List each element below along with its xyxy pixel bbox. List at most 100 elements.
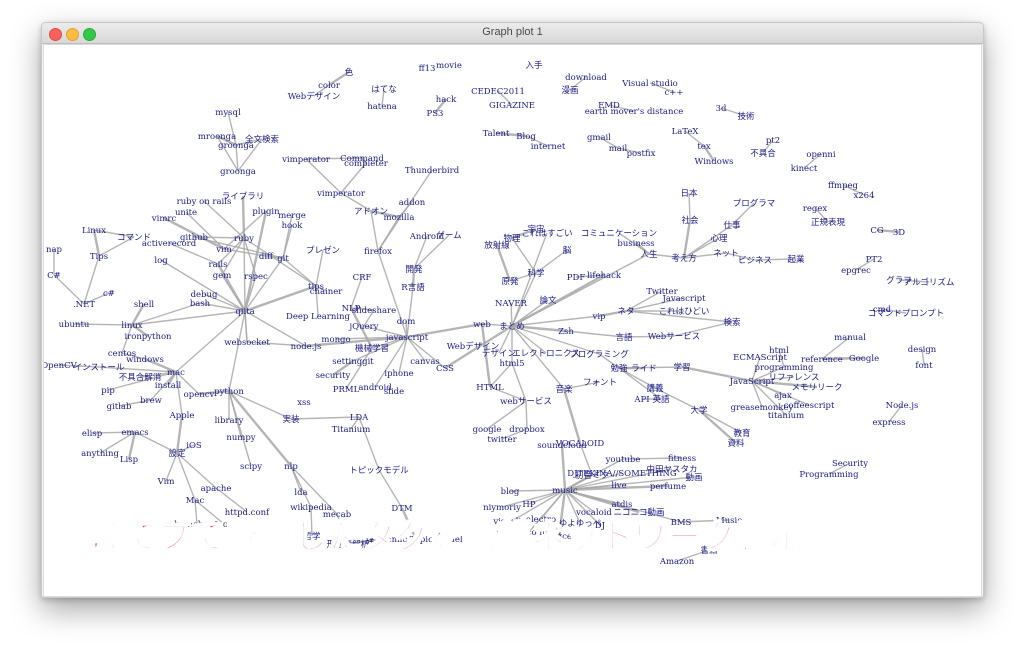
node-label[interactable]: visualize <box>492 517 530 527</box>
node-label[interactable]: デザイン <box>482 348 516 359</box>
node-label[interactable]: youtube <box>605 455 641 465</box>
node-label[interactable]: addon <box>399 198 426 208</box>
node-label[interactable]: vimrc <box>151 214 177 224</box>
node-label[interactable]: 設定 <box>168 448 186 459</box>
node-label[interactable]: エレクトロニクス <box>512 349 580 359</box>
node-label[interactable]: design <box>908 345 937 355</box>
node-label[interactable]: canvas <box>410 357 440 367</box>
node-label[interactable]: apache <box>201 484 232 494</box>
node-label[interactable]: PT2 <box>866 255 883 265</box>
node-label[interactable]: twitter <box>487 435 517 445</box>
node-label[interactable]: Zsh <box>558 327 574 337</box>
node-label[interactable]: R言語 <box>401 282 425 293</box>
node-label[interactable]: 論文 <box>539 295 557 306</box>
node-label[interactable]: Dynamic Topic Model <box>369 535 462 545</box>
node-label[interactable]: 哲学 <box>303 531 321 542</box>
node-label[interactable]: Visual studio <box>621 79 678 89</box>
node-label[interactable]: これはひどい <box>659 307 710 317</box>
node-label[interactable]: firefox <box>364 247 392 257</box>
node-label[interactable]: business <box>617 239 654 249</box>
node-label[interactable]: 勉強 <box>610 363 628 374</box>
node-label[interactable]: elisp <box>82 429 103 439</box>
node-label[interactable]: greasemonkey <box>731 403 794 413</box>
node-label[interactable]: gem <box>213 271 232 281</box>
node-label[interactable]: プログラミング <box>569 349 629 360</box>
node-label[interactable]: CG <box>870 226 884 236</box>
node-label[interactable]: dom <box>397 317 416 327</box>
node-label[interactable]: グラフ <box>886 275 912 286</box>
node-label[interactable]: HTML <box>476 383 504 393</box>
node-label[interactable]: html <box>769 346 789 356</box>
node-label[interactable]: webサービス <box>500 397 552 407</box>
node-label[interactable]: android <box>358 383 392 393</box>
node-label[interactable]: プログラマ <box>733 198 776 209</box>
node-label[interactable]: ゲーム <box>436 230 461 241</box>
node-label[interactable]: kinect <box>791 164 818 174</box>
node-label[interactable]: 形態素解析 <box>327 539 370 550</box>
node-label[interactable]: 資料 <box>727 438 745 449</box>
node-label[interactable]: qiita <box>235 307 254 317</box>
node-label[interactable]: Twitter <box>646 287 678 297</box>
node-label[interactable]: windows <box>126 355 164 365</box>
node-label[interactable]: anything <box>81 449 119 459</box>
node-label[interactable]: Webデザイン <box>447 341 500 352</box>
node-label[interactable]: .NET <box>73 300 95 310</box>
node-label[interactable]: xss <box>297 398 311 408</box>
node-label[interactable]: Android <box>409 232 445 242</box>
node-label[interactable]: library <box>215 416 244 426</box>
node-label[interactable]: 心理 <box>710 234 728 244</box>
node-label[interactable]: mac <box>167 368 185 378</box>
node-label[interactable]: 英語 <box>652 394 670 405</box>
node-label[interactable]: 大学 <box>690 405 708 416</box>
node-label[interactable]: 全文検索 <box>245 134 279 145</box>
node-label[interactable]: bash <box>190 299 211 309</box>
node-label[interactable]: Webサービス <box>648 332 701 342</box>
node-label[interactable]: DTM <box>391 504 412 514</box>
node-label[interactable]: debug <box>191 290 218 300</box>
node-label[interactable]: rails <box>209 260 228 270</box>
node-label[interactable]: Mac <box>186 496 205 506</box>
node-label[interactable]: nap <box>46 245 63 255</box>
node-label[interactable]: scipy <box>240 462 262 472</box>
node-label[interactable]: c# <box>103 289 115 299</box>
node-label[interactable]: ruby on rails <box>177 197 232 207</box>
node-label[interactable]: iOS <box>186 441 202 451</box>
node-label[interactable]: 教育 <box>733 428 750 439</box>
node-label[interactable]: 音楽 <box>555 384 573 395</box>
node-label[interactable]: ajax <box>774 391 792 401</box>
node-label[interactable]: CSS <box>436 364 454 374</box>
node-label[interactable]: 書籍 <box>700 545 717 556</box>
node-label[interactable]: electro <box>526 515 556 525</box>
node-label[interactable]: coffeescript <box>784 401 835 411</box>
node-label[interactable]: BMS <box>671 518 692 528</box>
node-label[interactable]: unite <box>175 208 197 218</box>
node-label[interactable]: ironpython <box>124 332 172 342</box>
node-label[interactable]: gmail <box>587 133 611 143</box>
node-label[interactable]: ニコニコ動画 <box>613 507 664 518</box>
node-label[interactable]: 科学 <box>527 268 545 279</box>
node-label[interactable]: github <box>180 233 209 243</box>
node-label[interactable]: 入手 <box>525 60 543 71</box>
node-label[interactable]: Webデザイン <box>288 91 341 102</box>
node-label[interactable]: homebrew <box>174 520 220 530</box>
node-label[interactable]: tex <box>697 142 710 152</box>
node-label[interactable]: vimperator <box>281 155 331 165</box>
node-label[interactable]: postfix <box>627 149 656 159</box>
node-label[interactable]: ライド <box>631 364 657 374</box>
node-label[interactable]: 色 <box>345 67 354 78</box>
node-label[interactable]: atdis <box>611 500 632 510</box>
node-label[interactable]: earth mover's distance <box>585 107 684 117</box>
node-label[interactable]: pt2 <box>766 136 780 146</box>
node-label[interactable]: internet <box>531 142 566 152</box>
node-label[interactable]: API <box>633 395 649 405</box>
node-label[interactable]: x264 <box>853 191 874 201</box>
node-label[interactable]: reference <box>801 355 843 365</box>
node-label[interactable]: pip <box>101 386 115 396</box>
node-label[interactable]: Lion <box>215 520 234 530</box>
node-label[interactable]: slideshare <box>352 306 396 316</box>
node-label[interactable]: 不具合 <box>750 148 776 159</box>
node-label[interactable]: python <box>214 387 244 397</box>
node-label[interactable]: インストール <box>74 363 125 373</box>
node-label[interactable]: activerecord <box>142 239 197 249</box>
node-label[interactable]: linux <box>121 321 142 331</box>
